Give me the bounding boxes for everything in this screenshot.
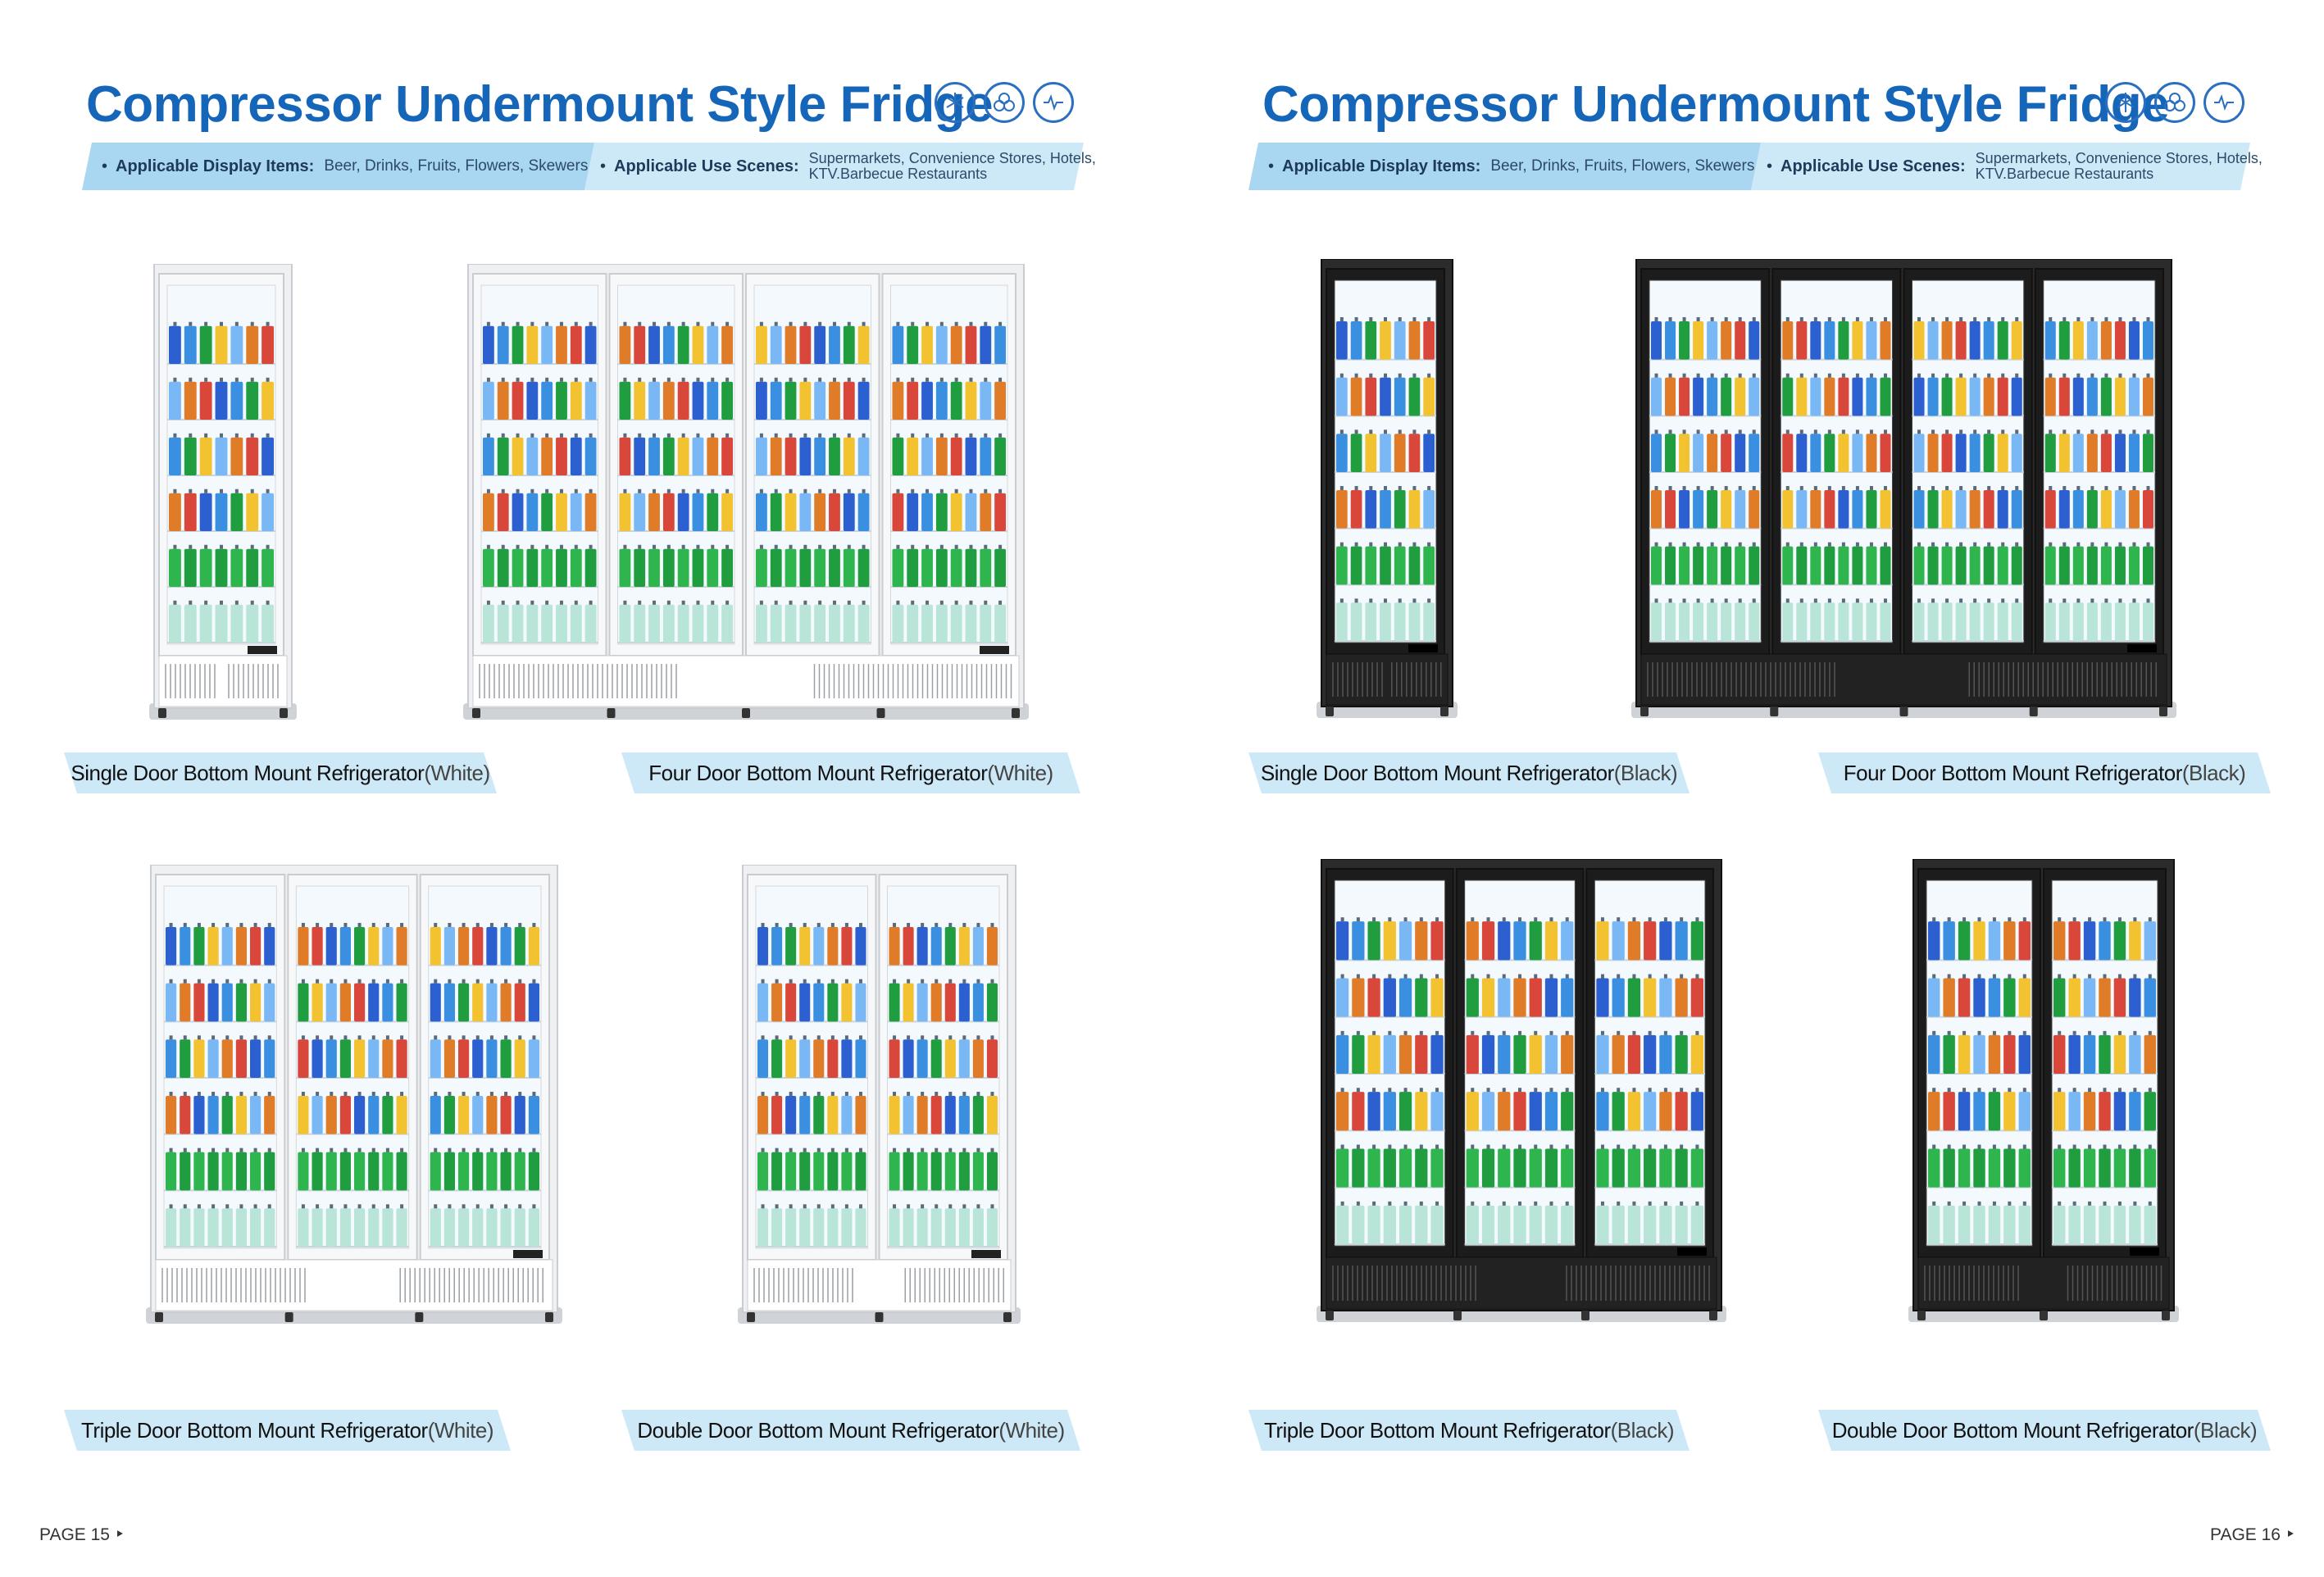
display-items: • Applicable Display Items: Beer, Drinks… bbox=[102, 157, 589, 175]
use-scenes-line2: KTV.Barbecue Restaurants bbox=[808, 166, 988, 182]
page-title: Compressor Undermount Style Fridge bbox=[1262, 76, 2170, 133]
page-number: PAGE 15 ‣ bbox=[39, 1525, 125, 1544]
feature-icons bbox=[935, 82, 1074, 123]
display-items-label: Applicable Display Items: bbox=[1282, 157, 1481, 175]
pulse-wave-icon bbox=[2203, 82, 2244, 123]
caption-triple-door: Triple Door Bottom Mount Refrigerator(Wh… bbox=[64, 1410, 511, 1451]
page-number: PAGE 16 ‣ bbox=[2210, 1525, 2296, 1544]
triple-door-fridge-image bbox=[1317, 858, 1726, 1322]
feature-icons bbox=[2105, 82, 2244, 123]
caption-triple-door: Triple Door Bottom Mount Refrigerator(Bl… bbox=[1248, 1410, 1690, 1451]
display-items-value: Beer, Drinks, Fruits, Flowers, Skewers bbox=[324, 157, 589, 175]
use-scenes-line1: Supermarkets, Convenience Stores, Hotels… bbox=[1975, 150, 2263, 166]
single-door-fridge-image bbox=[1317, 258, 1458, 718]
caption-single-door: Single Door Bottom Mount Refrigerator(Bl… bbox=[1248, 752, 1690, 793]
caption-four-door: Four Door Bottom Mount Refrigerator(Whit… bbox=[621, 752, 1080, 793]
display-items: • Applicable Display Items: Beer, Drinks… bbox=[1268, 157, 1755, 175]
use-scenes: • Applicable Use Scenes: Supermarkets, C… bbox=[600, 150, 1096, 182]
catalog-page-15: Compressor Undermount Style Fridge • App… bbox=[39, 76, 1096, 1544]
triple-circle-icon bbox=[2154, 82, 2195, 123]
single-door-fridge-image bbox=[149, 263, 297, 720]
four-door-fridge-image bbox=[1631, 258, 2176, 718]
four-door-fridge-image bbox=[463, 263, 1029, 720]
page-title: Compressor Undermount Style Fridge bbox=[86, 76, 994, 133]
snowflake-temperature-icon bbox=[2105, 82, 2146, 123]
snowflake-temperature-icon bbox=[935, 82, 976, 123]
use-scenes-label: Applicable Use Scenes: bbox=[1781, 157, 1966, 175]
triple-circle-icon bbox=[984, 82, 1025, 123]
applicability-bar: • Applicable Display Items: Beer, Drinks… bbox=[82, 143, 1096, 190]
use-scenes-line1: Supermarkets, Convenience Stores, Hotels… bbox=[808, 150, 1096, 166]
double-door-fridge-image bbox=[1908, 858, 2179, 1322]
double-door-fridge-image bbox=[738, 864, 1021, 1324]
applicability-bar: • Applicable Display Items: Beer, Drinks… bbox=[1248, 143, 2263, 190]
caption-four-door: Four Door Bottom Mount Refrigerator(Blac… bbox=[1818, 752, 2271, 793]
use-scenes: • Applicable Use Scenes: Supermarkets, C… bbox=[1767, 150, 2263, 182]
caption-single-door: Single Door Bottom Mount Refrigerator(Wh… bbox=[64, 752, 497, 793]
use-scenes-label: Applicable Use Scenes: bbox=[614, 157, 799, 175]
catalog-page-16: Compressor Undermount Style Fridge • App… bbox=[1162, 0, 2324, 1577]
caption-double-door: Double Door Bottom Mount Refrigerator(Wh… bbox=[621, 1410, 1080, 1451]
triple-door-fridge-image bbox=[146, 864, 562, 1324]
pulse-wave-icon bbox=[1033, 82, 1074, 123]
caption-double-door: Double Door Bottom Mount Refrigerator(Bl… bbox=[1818, 1410, 2271, 1451]
display-items-value: Beer, Drinks, Fruits, Flowers, Skewers bbox=[1490, 157, 1755, 175]
use-scenes-line2: KTV.Barbecue Restaurants bbox=[1975, 166, 2154, 182]
display-items-label: Applicable Display Items: bbox=[116, 157, 315, 175]
